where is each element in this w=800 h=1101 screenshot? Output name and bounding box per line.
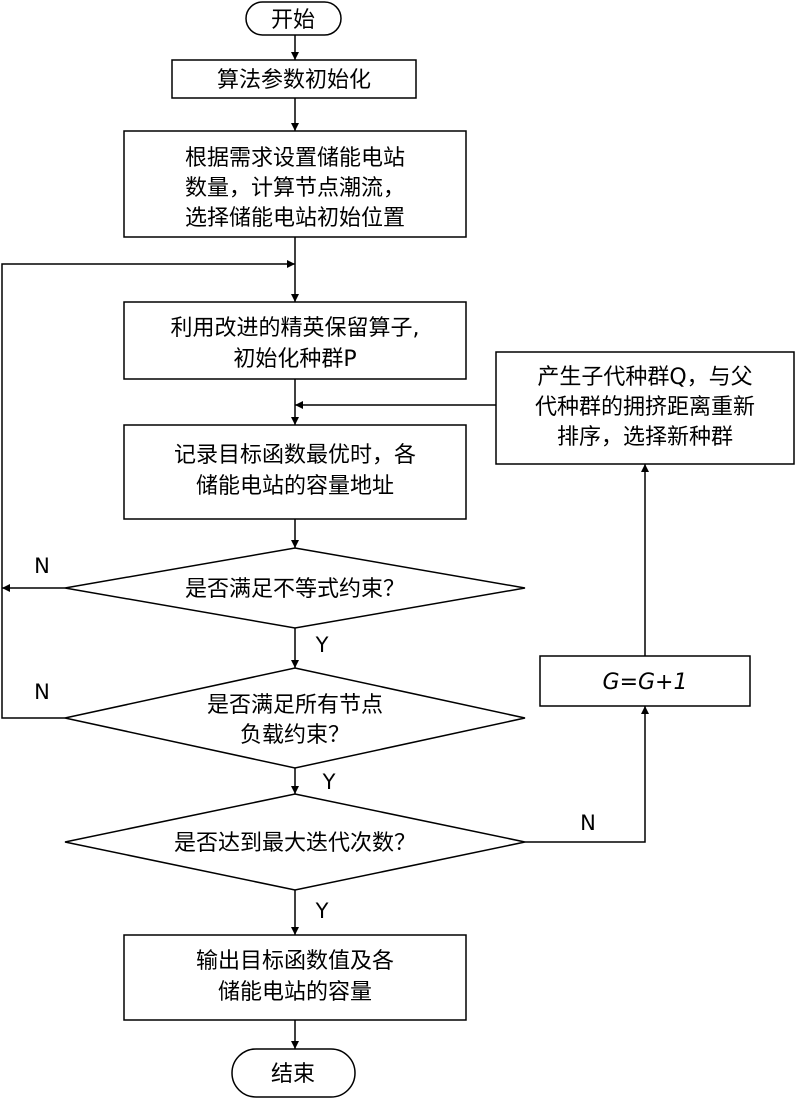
- elite-line-1: 利用改进的精英保留算子,: [171, 316, 420, 341]
- start-terminal: [245, 1, 342, 36]
- setup-line-1: 根据需求设置储能电站: [185, 146, 405, 171]
- decision-node-load: [64, 667, 526, 769]
- start-label: 开始: [271, 8, 315, 33]
- end-label: 结束: [271, 1062, 315, 1087]
- d1-no-label: N: [34, 554, 50, 578]
- elite-line-2: 初始化种群P: [233, 347, 356, 372]
- d1-label: 是否满足不等式约束？: [185, 577, 405, 602]
- record-box: [123, 424, 467, 520]
- d1-yes-label: Y: [315, 633, 329, 657]
- offspring-line-3: 排序，选择新种群: [557, 425, 733, 450]
- increment-label: G=G+1: [603, 670, 688, 695]
- d2-no-label: N: [34, 680, 50, 704]
- output-line-2: 储能电站的容量: [218, 980, 372, 1005]
- output-box: [123, 934, 467, 1021]
- setup-line-2: 数量，计算节点潮流，: [185, 176, 405, 201]
- d3-no-label: N: [580, 811, 596, 835]
- offspring-line-2: 代种群的拥挤距离重新: [535, 395, 755, 420]
- output-line-1: 输出目标函数值及各: [196, 949, 394, 974]
- record-line-1: 记录目标函数最优时，各: [174, 443, 416, 468]
- arrow-d3-no: [525, 706, 649, 843]
- d2-line-1: 是否满足所有节点: [207, 693, 383, 718]
- offspring-line-1: 产生子代种群Q，与父: [537, 365, 752, 390]
- d2-yes-label: Y: [322, 770, 336, 794]
- init-label: 算法参数初始化: [217, 68, 371, 93]
- setup-line-3: 选择储能电站初始位置: [185, 206, 405, 231]
- init-box: [171, 59, 417, 99]
- end-terminal: [231, 1048, 356, 1098]
- d3-label: 是否达到最大迭代次数？: [174, 831, 416, 856]
- loop-left-line: [1, 260, 295, 719]
- d3-yes-label: Y: [315, 899, 329, 923]
- d2-line-2: 负载约束？: [240, 723, 350, 748]
- record-line-2: 储能电站的容量地址: [196, 474, 394, 499]
